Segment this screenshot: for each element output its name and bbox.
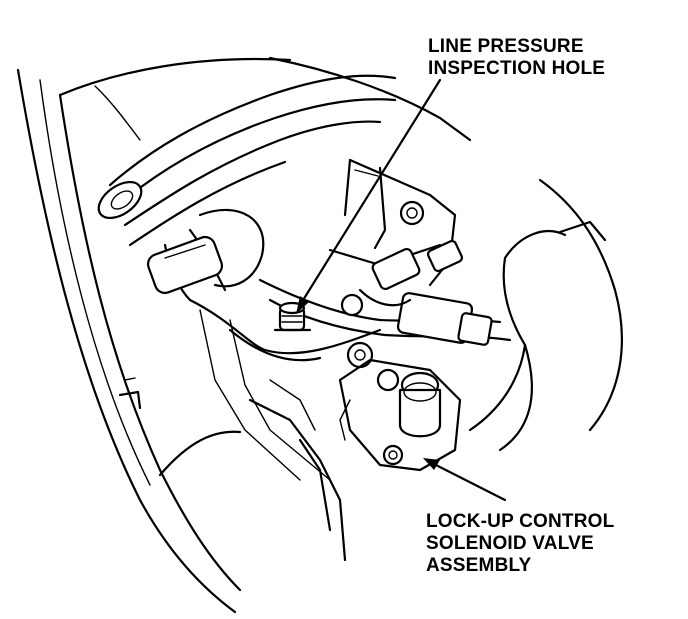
leader-lines (296, 78, 507, 502)
wire-harness (97, 74, 397, 302)
label-line: LINE PRESSURE (428, 36, 584, 57)
solenoid-connector (340, 239, 493, 369)
label-line: SOLENOID VALVE (426, 533, 594, 554)
leader-line-inspection (298, 78, 442, 307)
label-line-pressure-inspection-hole: LINE PRESSURE INSPECTION HOLE (428, 36, 605, 80)
label-line: ASSEMBLY (426, 555, 532, 576)
label-lockup-solenoid-valve: LOCK-UP CONTROL SOLENOID VALVE ASSEMBLY (426, 511, 614, 577)
transmission-housing (16, 57, 292, 614)
lower-case (118, 377, 242, 477)
coolant-hose (468, 178, 623, 452)
leader-arrow-solenoid (423, 458, 440, 470)
case-bolt (399, 200, 425, 226)
label-line: INSPECTION HOLE (428, 58, 606, 79)
label-line: LOCK-UP CONTROL (426, 511, 615, 532)
harness-clamp (97, 180, 143, 220)
leader-arrow-inspection (296, 296, 309, 314)
inspection-plug (273, 301, 312, 332)
leader-line-solenoid (428, 460, 507, 502)
solenoid-valve-assembly (338, 358, 462, 472)
harness-connector (146, 235, 224, 295)
